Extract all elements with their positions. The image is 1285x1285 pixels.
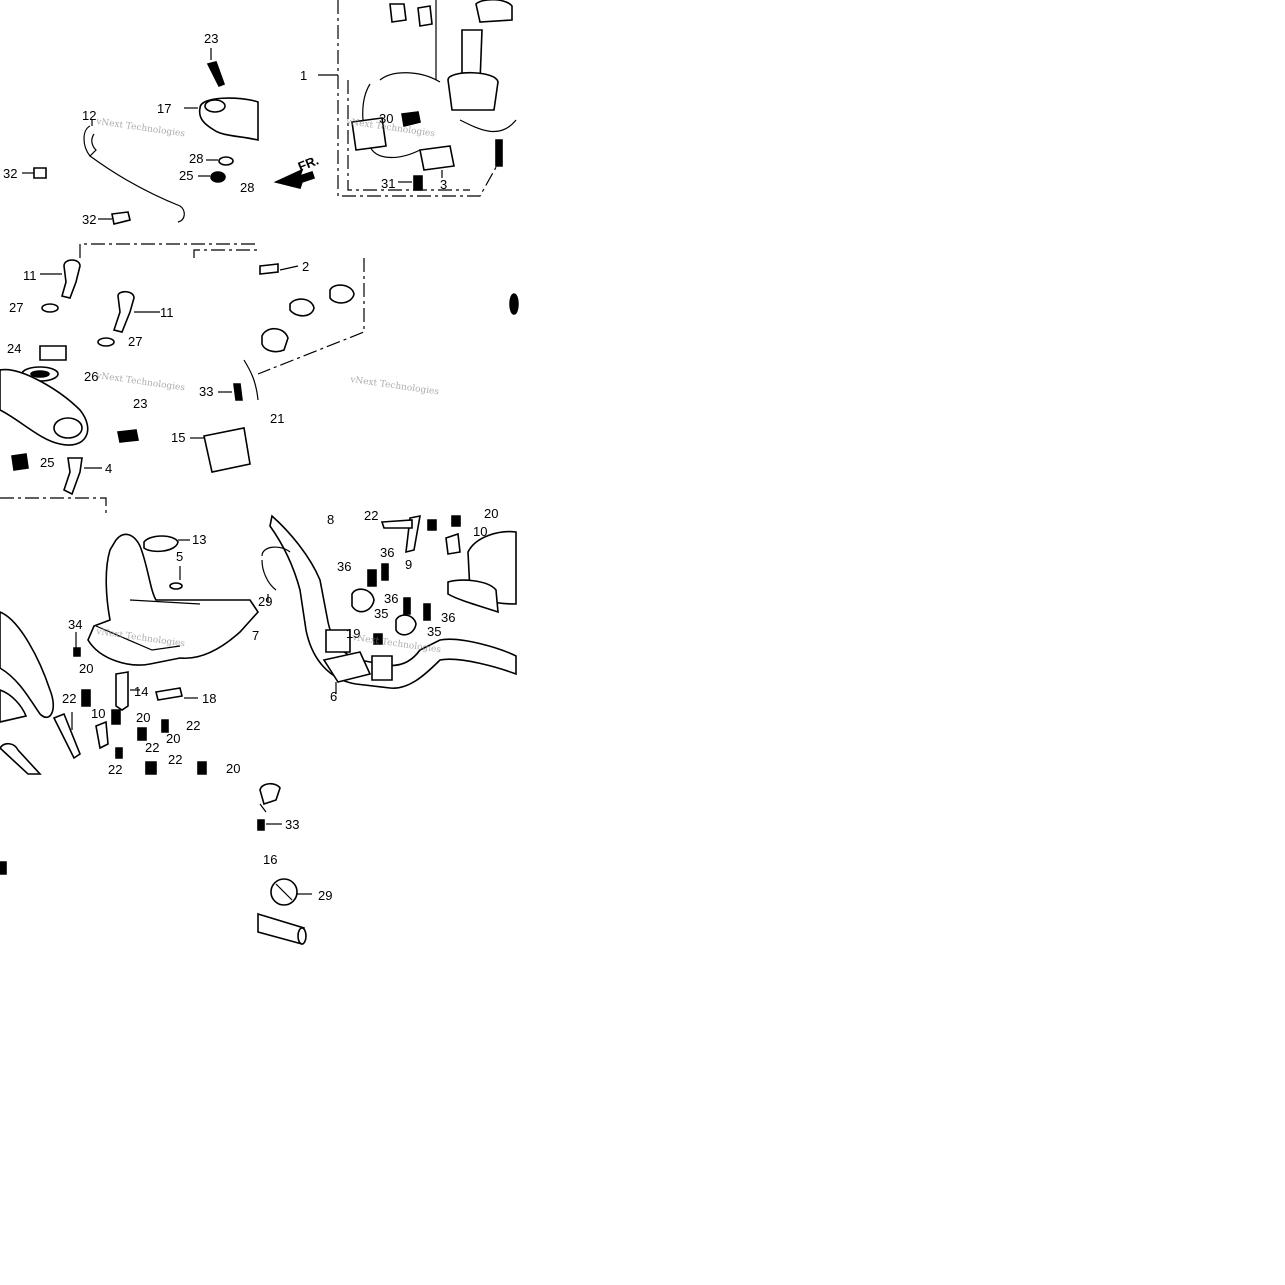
callout-28: 28 (189, 151, 203, 166)
callout-2: 2 (302, 259, 309, 274)
callout-35: 35 (374, 606, 388, 621)
callout-10: 10 (473, 524, 487, 539)
watermark-text: vNext Technologies (95, 371, 186, 394)
callout-36: 36 (337, 559, 351, 574)
callout-36: 36 (441, 610, 455, 625)
callout-11: 11 (160, 305, 174, 320)
callout-29: 29 (258, 594, 272, 609)
callout-9: 9 (405, 557, 412, 572)
callout-8: 8 (327, 512, 334, 527)
callout-31: 31 (381, 176, 395, 191)
callout-22: 22 (186, 718, 200, 733)
callout-7: 7 (252, 628, 259, 643)
callout-32: 32 (3, 166, 17, 181)
callout-13: 13 (192, 532, 206, 547)
tile-top-left (22, 48, 259, 225)
callout-18: 18 (202, 691, 216, 706)
callout-3: 3 (440, 177, 447, 192)
callout-22: 22 (364, 508, 378, 523)
tile-lower-left (0, 533, 260, 775)
callout-11: 11 (23, 268, 37, 283)
callout-19: 19 (346, 626, 360, 641)
callout-36: 36 (380, 545, 394, 560)
tile-lower-middle (261, 514, 517, 694)
callout-20: 20 (484, 506, 498, 521)
callout-21: 21 (270, 411, 284, 426)
front-direction-label: FR. (296, 152, 321, 174)
callout-1: 1 (300, 68, 307, 83)
callout-20: 20 (79, 661, 93, 676)
tile-mid-middle (257, 258, 519, 375)
callout-14: 14 (134, 684, 148, 699)
tile-bottom-middle (0, 782, 312, 946)
callout-20: 20 (226, 761, 240, 776)
watermark-text: vNext Technologies (95, 117, 186, 140)
callout-6: 6 (330, 689, 337, 704)
callout-27: 27 (128, 334, 142, 349)
callout-34: 34 (68, 617, 82, 632)
callout-22: 22 (62, 691, 76, 706)
callout-25: 25 (179, 168, 193, 183)
callout-23: 23 (133, 396, 147, 411)
callout-22: 22 (145, 740, 159, 755)
callout-25: 25 (40, 455, 54, 470)
callout-23: 23 (204, 31, 218, 46)
callout-22: 22 (108, 762, 122, 777)
callout-22: 22 (168, 752, 182, 767)
callout-5: 5 (176, 549, 183, 564)
tile-mid-left (0, 243, 259, 516)
callout-17: 17 (157, 101, 171, 116)
callout-16: 16 (263, 852, 277, 867)
callout-32: 32 (82, 212, 96, 227)
callout-35: 35 (427, 624, 441, 639)
callout-33: 33 (285, 817, 299, 832)
callout-36: 36 (384, 591, 398, 606)
callout-33: 33 (199, 384, 213, 399)
callout-12: 12 (82, 108, 96, 123)
callout-15: 15 (171, 430, 185, 445)
callout-4: 4 (105, 461, 112, 476)
tile-top-middle (273, 0, 517, 197)
callout-20: 20 (136, 710, 150, 725)
callout-20: 20 (166, 731, 180, 746)
callout-28: 28 (240, 180, 254, 195)
callout-29: 29 (318, 888, 332, 903)
callout-24: 24 (7, 341, 21, 356)
callout-27: 27 (9, 300, 23, 315)
callout-26: 26 (84, 369, 98, 384)
callout-30: 30 (379, 111, 393, 126)
callout-labels: 23 1 17 12 30 28 32 25 31 3 28 32 2 11 2… (3, 31, 498, 903)
callout-10: 10 (91, 706, 105, 721)
watermark-text: vNext Technologies (349, 375, 440, 398)
